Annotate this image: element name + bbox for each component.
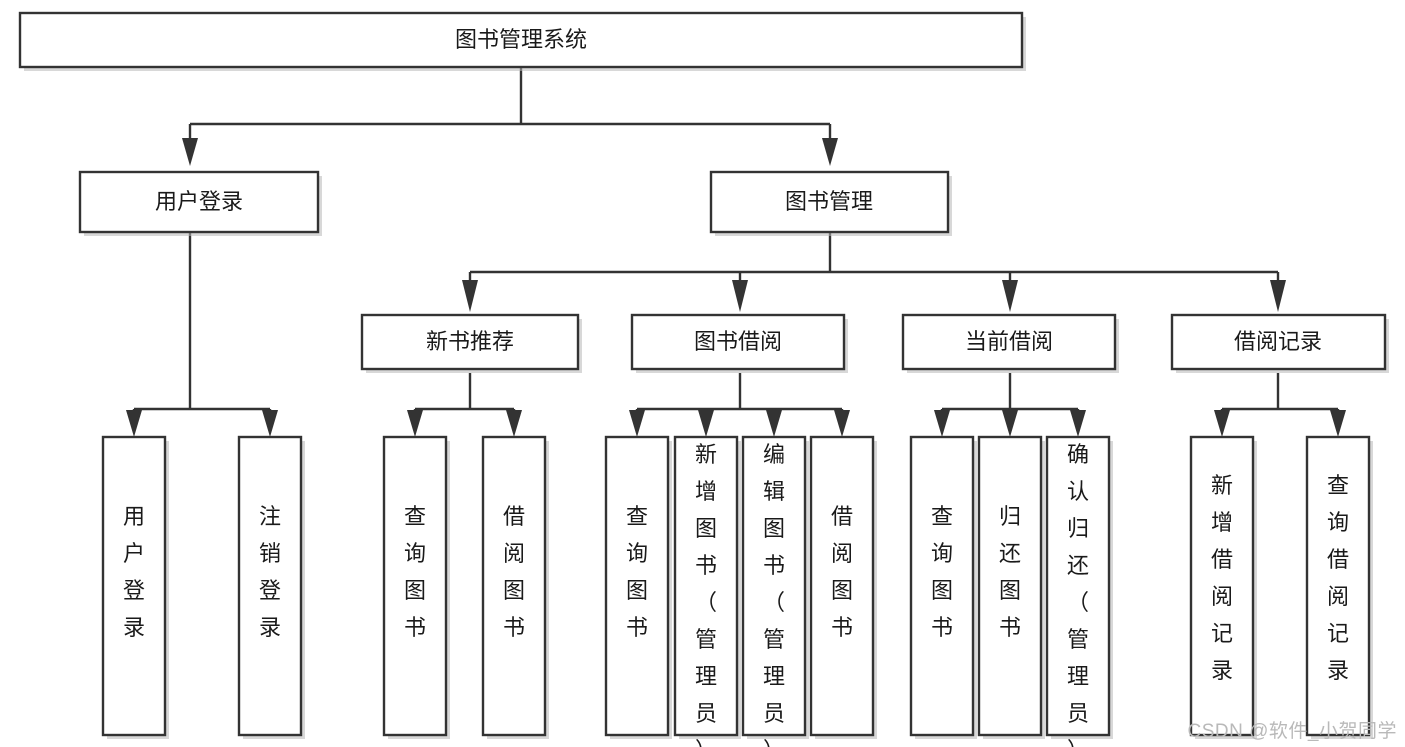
leaf-add-record-box[interactable] (1189, 435, 1255, 737)
leaf-edit-book-label: 编辑图书（管理员） (763, 442, 785, 747)
arrow-to-book-borrow (732, 280, 748, 312)
node-leaf-query-book-3[interactable]: 查询图书 (909, 435, 977, 739)
book-manage-box[interactable] (709, 170, 950, 234)
leaf-query-book-1-box[interactable] (382, 435, 448, 737)
leaf-query-book-2-label: 查询图书 (626, 504, 648, 640)
arrow-leaf-borrow-book-2 (834, 410, 850, 437)
leaf-borrow-book-1-label: 借阅图书 (503, 504, 525, 640)
arrow-leaf-query-record (1330, 410, 1346, 437)
new-book-recommend-label: 新书推荐 (426, 329, 514, 354)
leaf-add-record-label: 新增借阅记录 (1211, 473, 1233, 683)
arrow-leaf-confirm-return (1070, 410, 1086, 437)
arrow-to-book-manage (822, 138, 838, 166)
node-leaf-confirm-return[interactable]: 确认归还（管理员） (1045, 435, 1113, 747)
leaf-borrow-book-2-label: 借阅图书 (831, 504, 853, 640)
node-new-book-recommend[interactable]: 新书推荐 (360, 313, 582, 373)
leaf-add-book-box[interactable] (673, 435, 739, 737)
arrow-leaf-return-book (1002, 410, 1018, 437)
arrow-leaf-add-record (1214, 410, 1230, 437)
arrow-leaf-user-login (126, 410, 142, 437)
arrow-leaf-edit-book (766, 410, 782, 437)
leaf-add-book-label: 新增图书（管理员） (695, 442, 717, 747)
node-leaf-query-book-2[interactable]: 查询图书 (604, 435, 672, 739)
root-box[interactable] (18, 11, 1024, 69)
node-user-login[interactable]: 用户登录 (78, 170, 322, 236)
current-borrow-box[interactable] (901, 313, 1117, 371)
node-leaf-logout-login[interactable]: 注销登录 (237, 435, 305, 739)
leaf-query-record-box[interactable] (1305, 435, 1371, 737)
arrow-leaf-logout-login (262, 410, 278, 437)
leaf-edit-book-box[interactable] (741, 435, 807, 737)
book-manage-label: 图书管理 (785, 189, 873, 214)
leaf-query-book-3-box[interactable] (909, 435, 975, 737)
node-leaf-return-book[interactable]: 归还图书 (977, 435, 1045, 739)
node-book-borrow[interactable]: 图书借阅 (630, 313, 848, 373)
leaf-return-book-box[interactable] (977, 435, 1043, 737)
user-login-label: 用户登录 (155, 189, 243, 214)
arrow-to-current-borrow (1002, 280, 1018, 312)
arrow-to-user-login (182, 138, 198, 166)
leaf-confirm-return-label: 确认归还（管理员） (1067, 442, 1089, 747)
leaf-query-record-label: 查询借阅记录 (1327, 473, 1349, 683)
node-leaf-edit-book[interactable]: 编辑图书（管理员） (741, 435, 809, 747)
arrow-to-new-book-recommend (462, 280, 478, 312)
node-leaf-add-record[interactable]: 新增借阅记录 (1189, 435, 1257, 739)
node-root[interactable]: 图书管理系统 (18, 11, 1026, 71)
book-borrow-label: 图书借阅 (694, 329, 782, 354)
node-leaf-borrow-book-1[interactable]: 借阅图书 (481, 435, 549, 739)
borrow-record-label: 借阅记录 (1234, 329, 1322, 354)
arrow-leaf-borrow-book-1 (506, 410, 522, 437)
arrow-leaf-query-book-3 (934, 410, 950, 437)
leaf-user-login-box[interactable] (101, 435, 167, 737)
borrow-record-box[interactable] (1170, 313, 1387, 371)
user-login-box[interactable] (78, 170, 320, 234)
leaf-confirm-return-box[interactable] (1045, 435, 1111, 737)
node-borrow-record[interactable]: 借阅记录 (1170, 313, 1389, 373)
connector-layer (126, 67, 1346, 437)
node-leaf-add-book[interactable]: 新增图书（管理员） (673, 435, 741, 747)
leaf-query-book-3-label: 查询图书 (931, 504, 953, 640)
book-borrow-box[interactable] (630, 313, 846, 371)
node-leaf-query-record[interactable]: 查询借阅记录 (1305, 435, 1373, 739)
root-label: 图书管理系统 (455, 27, 587, 52)
arrow-leaf-query-book-2 (629, 410, 645, 437)
leaf-user-login-label: 用户登录 (123, 504, 145, 640)
watermark-text: CSDN @软件_小贺同学 (1187, 721, 1397, 742)
leaf-query-book-1-label: 查询图书 (404, 504, 426, 640)
node-current-borrow[interactable]: 当前借阅 (901, 313, 1119, 373)
leaf-borrow-book-1-box[interactable] (481, 435, 547, 737)
leaf-query-book-2-box[interactable] (604, 435, 670, 737)
leaf-borrow-book-2-box[interactable] (809, 435, 875, 737)
node-leaf-borrow-book-2[interactable]: 借阅图书 (809, 435, 877, 739)
node-leaf-user-login[interactable]: 用户登录 (101, 435, 169, 739)
leaf-logout-login-box[interactable] (237, 435, 303, 737)
new-book-recommend-box[interactable] (360, 313, 580, 371)
node-leaf-query-book-1[interactable]: 查询图书 (382, 435, 450, 739)
leaf-return-book-label: 归还图书 (999, 504, 1021, 640)
arrow-leaf-query-book-1 (407, 410, 423, 437)
node-book-manage[interactable]: 图书管理 (709, 170, 952, 236)
arrow-to-borrow-record (1270, 280, 1286, 312)
arrow-leaf-add-book (698, 410, 714, 437)
current-borrow-label: 当前借阅 (965, 329, 1053, 354)
leaf-logout-login-label: 注销登录 (259, 504, 281, 640)
